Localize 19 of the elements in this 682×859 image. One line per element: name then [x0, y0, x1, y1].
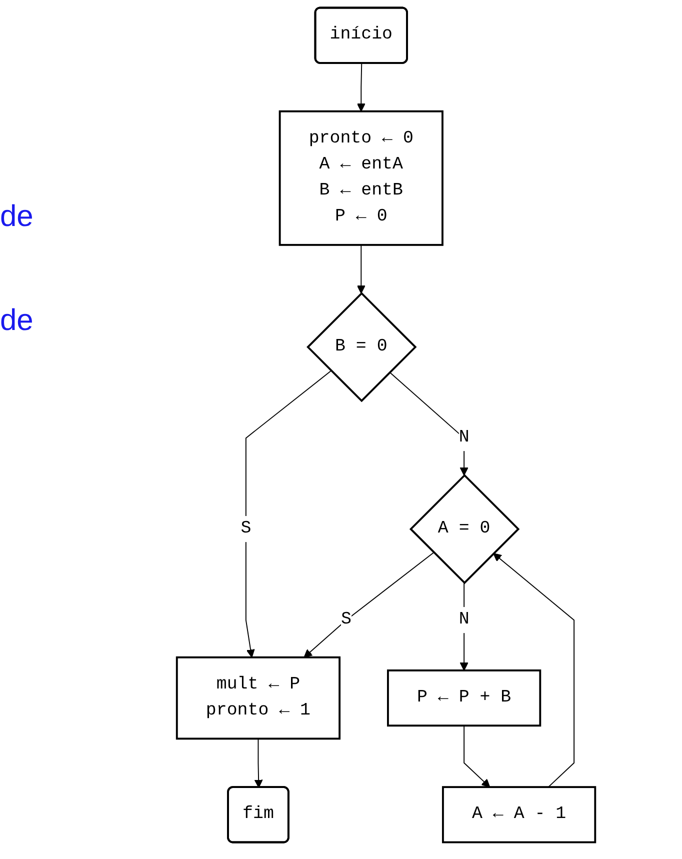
node-box: P ← P + B [386, 669, 542, 727]
note-text: de [0, 200, 34, 234]
edge-label: S [340, 610, 352, 630]
edge-label: N [458, 610, 470, 630]
note-text: de [0, 304, 34, 338]
arrow [254, 738, 263, 788]
node-box: pronto ← 0 A ← entA B ← entB P ← 0 [278, 110, 444, 246]
arrow [493, 553, 574, 788]
arrow [356, 244, 366, 294]
node-diamond: B = 0 [306, 292, 417, 402]
arrow [356, 62, 366, 112]
node-box: mult ← P pronto ← 1 [176, 656, 340, 740]
node-diamond: A = 0 [409, 474, 520, 584]
node-box: A ← A - 1 [442, 786, 596, 844]
edge-label: N [458, 428, 470, 448]
edge-label: S [240, 518, 252, 538]
arrow [245, 370, 332, 658]
arrow [304, 552, 434, 658]
arrow [464, 725, 490, 788]
